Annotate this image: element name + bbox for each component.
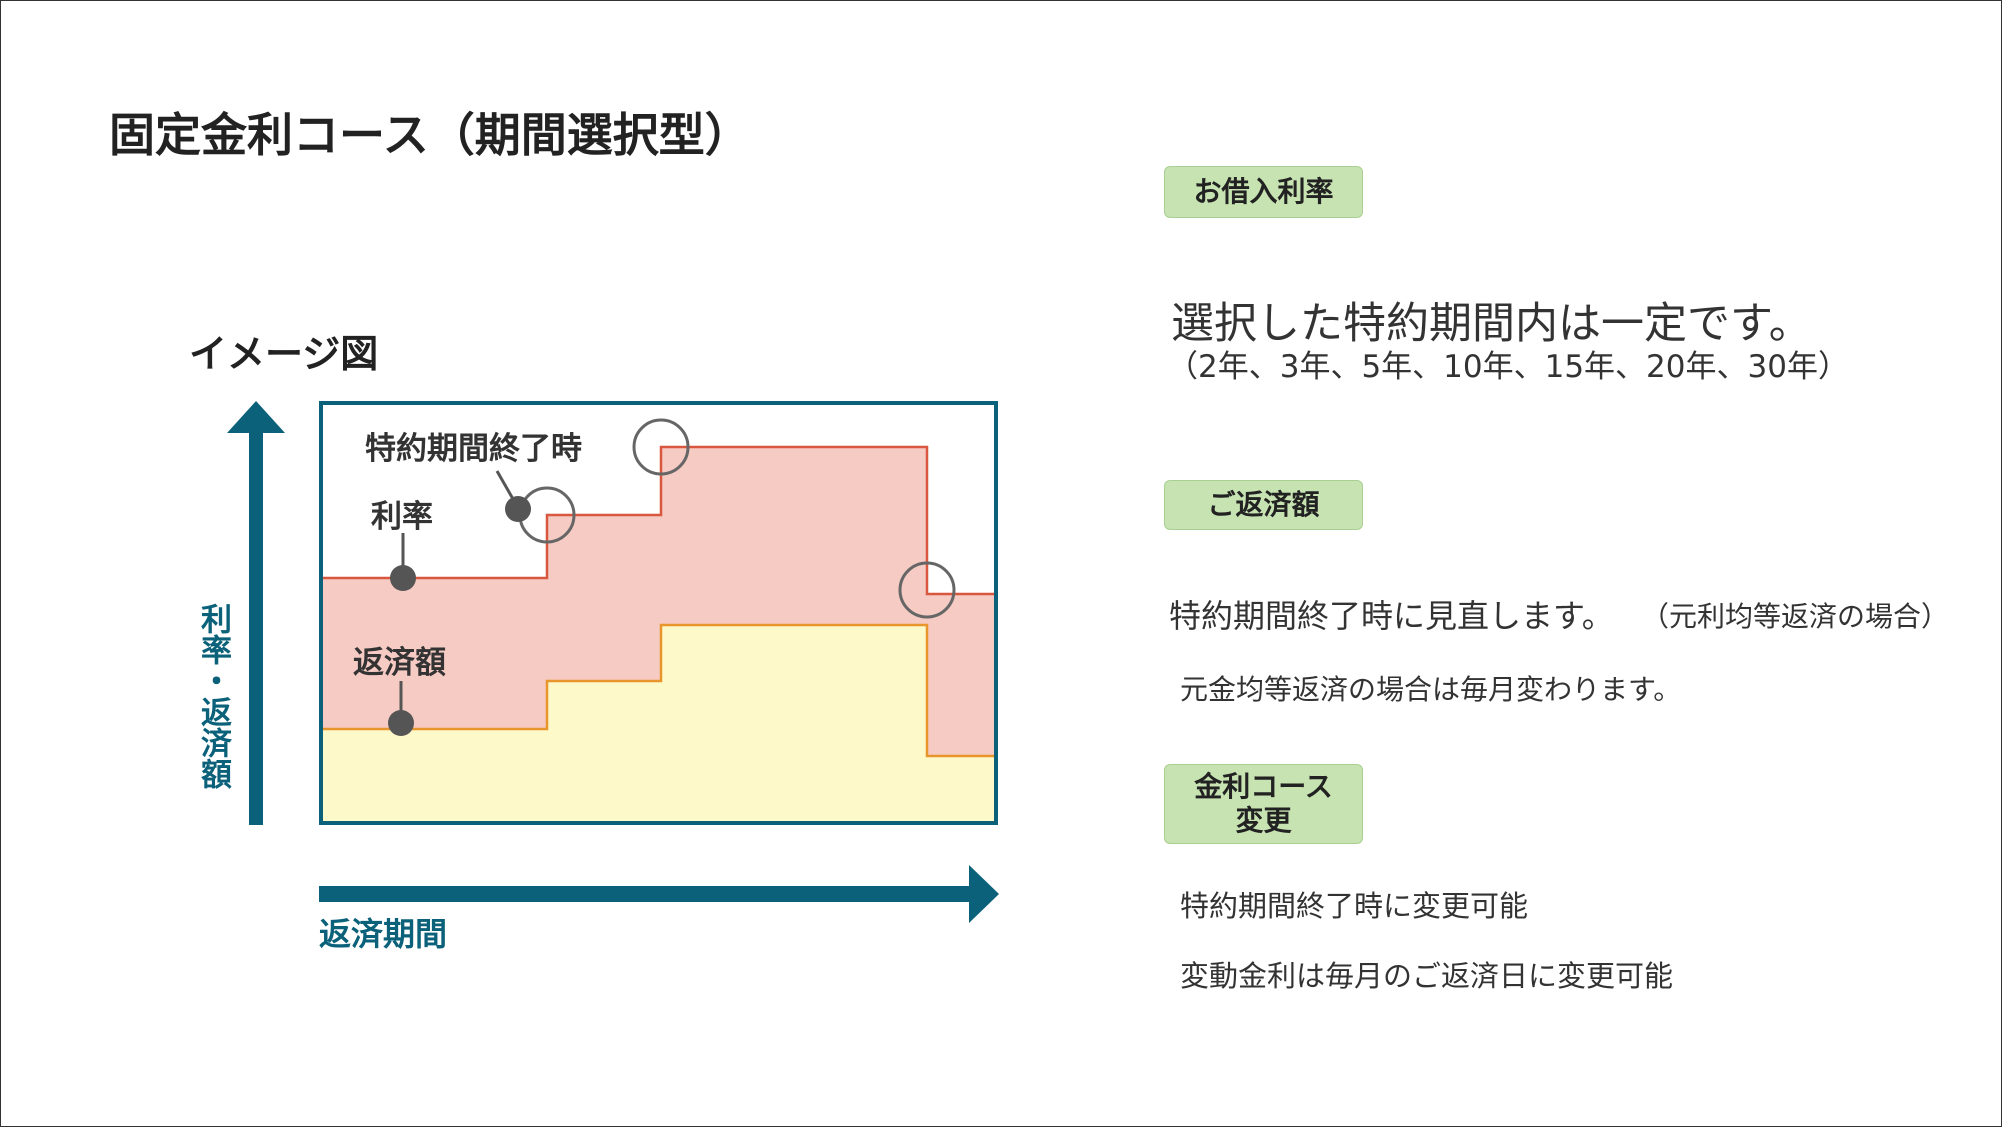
course-change-badge-line1: 金利コース (1194, 770, 1333, 803)
repayment-sub-note: 元金均等返済の場合は毎月変わります。 (1180, 673, 1682, 706)
rate-badge-label: お借入利率 (1193, 175, 1334, 208)
repayment-note: （元利均等返済の場合） (1641, 600, 1950, 633)
y-axis-arrow (227, 401, 285, 825)
repayment-label: 返済額 (353, 645, 446, 681)
image-diagram-label: イメージ図 (189, 332, 379, 376)
period-end-circle (898, 561, 956, 619)
course-change-badge-line2: 変更 (1235, 804, 1292, 837)
x-axis-label: 返済期間 (319, 915, 448, 953)
repayment-badge-label: ご返済額 (1207, 488, 1320, 521)
rate-label: 利率 (371, 499, 433, 535)
period-end-pointer (495, 470, 531, 522)
course-change-line1: 特約期間終了時に変更可能 (1180, 889, 1529, 923)
repayment-pointer (388, 681, 414, 736)
rate-pointer (390, 533, 416, 591)
rate-description: 選択した特約期間内は一定です。 (1171, 299, 1812, 349)
image-diagram: イメージ図 (1, 1, 1101, 1126)
period-end-circle (632, 418, 690, 476)
diagram-frame (319, 401, 998, 825)
y-axis-label: 利率・返済額 (195, 603, 231, 789)
rate-badge: お借入利率 (1164, 166, 1363, 218)
page-title: 固定金利コース（期間選択型） (109, 108, 751, 162)
course-change-badge: 金利コース 変更 (1164, 764, 1363, 844)
period-end-label: 特約期間終了時 (365, 431, 582, 467)
course-change-line2: 変動金利は毎月のご返済日に変更可能 (1180, 959, 1674, 993)
rate-line (322, 445, 995, 596)
repayment-area (322, 625, 995, 822)
repayment-line (322, 623, 995, 758)
repayment-description: 特約期間終了時に見直します。 (1169, 597, 1614, 635)
rate-period-options: （2年、3年、5年、10年、15年、20年、30年） (1167, 349, 1849, 385)
x-axis-arrow (319, 865, 999, 923)
repayment-badge: ご返済額 (1164, 480, 1363, 530)
diagram-graphic (227, 401, 999, 923)
